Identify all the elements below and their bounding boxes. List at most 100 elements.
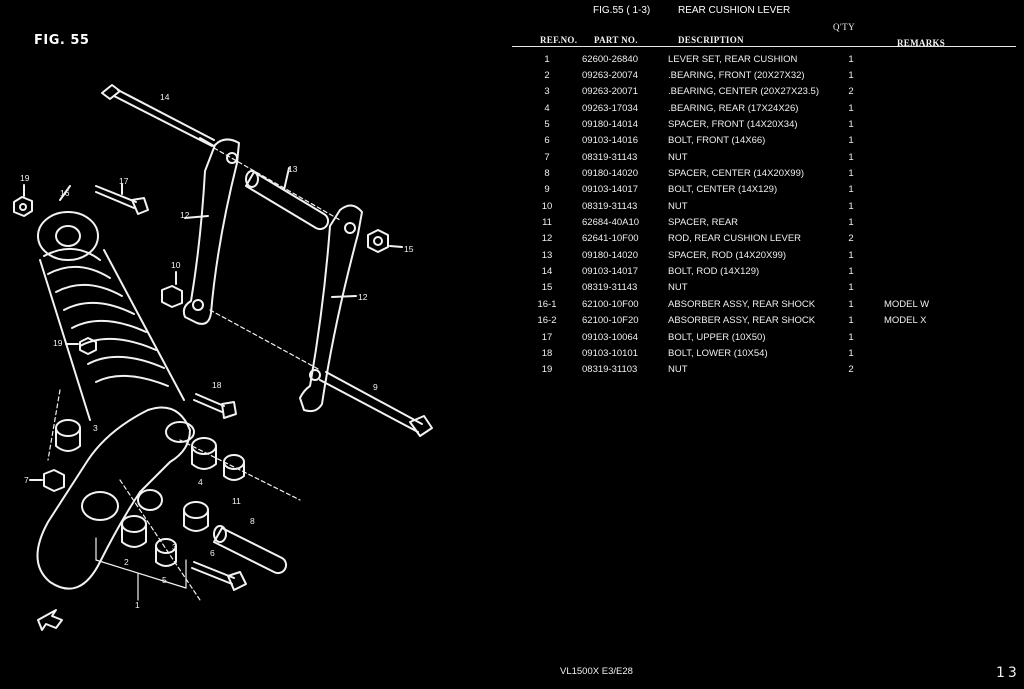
ref-no-cell: 2 [544, 70, 550, 82]
leader-lines [47, 147, 341, 601]
bearing-3-left-icon [55, 419, 81, 452]
svg-text:6: 6 [210, 548, 215, 558]
part-no-cell: 62100-10F00 [582, 298, 639, 310]
spacer-8-icon [213, 525, 288, 575]
qty-cell: 1 [848, 53, 854, 65]
bolt-14-icon [101, 84, 215, 147]
ref-no-cell: 19 [541, 364, 553, 376]
svg-text:10: 10 [171, 260, 181, 270]
qty-column-header: Q'TY [833, 22, 856, 32]
svg-text:16: 16 [60, 188, 70, 198]
description-cell: SPACER, CENTER (14X20X99) [668, 168, 805, 180]
description-cell: LEVER SET, REAR CUSHION [668, 53, 798, 65]
ref-no-cell: 15 [541, 282, 553, 294]
ref-no-cell: 9 [544, 184, 550, 196]
svg-text:8: 8 [250, 516, 255, 526]
ref-no-cell: 16-1 [537, 298, 557, 310]
qty-cell: 1 [848, 70, 854, 82]
bolt-17-icon [95, 183, 149, 215]
description-cell: BOLT, CENTER (14X129) [668, 184, 778, 196]
svg-text:13: 13 [288, 164, 298, 174]
nut-7-icon [29, 469, 65, 492]
nut-19-top-icon [13, 184, 33, 217]
remarks-cell [866, 149, 994, 165]
qty-cell: 1 [848, 168, 854, 180]
description-cell: NUT [668, 151, 688, 163]
part-no-cell: 62641-10F00 [582, 233, 639, 245]
qty-cell: 1 [848, 184, 854, 196]
header-rule [512, 46, 1016, 47]
model-code: VL1500X E3/E28 [560, 666, 633, 677]
bearing-4-icon [191, 437, 217, 470]
spacer-13-icon [245, 167, 330, 231]
parts-header: FIG.55 ( 1-3)REAR CUSHION LEVER [593, 5, 790, 16]
part-no-cell: 08319-31143 [582, 200, 638, 212]
svg-text:4: 4 [198, 477, 203, 487]
exploded-diagram: 14 13 12 15 12 9 17 19 16 10 19 18 3 7 4… [0, 60, 460, 660]
nut-10-icon [161, 271, 183, 308]
remarks-cell [866, 280, 994, 296]
figure-reference: FIG.55 ( 1-3) [593, 5, 651, 16]
svg-text:17: 17 [119, 176, 129, 186]
nut-15-icon [367, 229, 403, 253]
description-column-header: DESCRIPTION [678, 35, 744, 45]
svg-text:12: 12 [180, 210, 190, 220]
part-no-cell: 09180-14020 [582, 249, 638, 261]
svg-text:9: 9 [373, 382, 378, 392]
part-no-cell: 09263-20071 [582, 86, 638, 98]
shock-absorber-16-icon [37, 185, 185, 421]
rod-12-right-icon [299, 204, 363, 413]
remarks-cell [866, 133, 994, 149]
remarks-cell [866, 198, 994, 214]
svg-text:18: 18 [212, 380, 222, 390]
svg-text:3: 3 [93, 423, 98, 433]
bolt-18-icon [193, 393, 237, 419]
description-cell: NUT [668, 200, 688, 212]
remarks-cell [866, 51, 994, 67]
remarks-cell [866, 247, 994, 263]
qty-cell: 1 [848, 200, 854, 212]
description-cell: BOLT, UPPER (10X50) [668, 331, 766, 343]
ref-no-cell: 11 [542, 217, 552, 229]
remarks-column-header: REMARKS [897, 38, 946, 48]
svg-text:15: 15 [404, 244, 414, 254]
ref-no-cell: 10 [541, 200, 553, 212]
part-no-cell: 09103-14017 [582, 184, 638, 196]
remarks-cell [866, 231, 994, 247]
part-no-cell: 09103-10101 [582, 347, 638, 359]
remarks-cell [866, 263, 994, 279]
remarks-cell [866, 345, 994, 361]
front-arrow-icon [37, 609, 63, 631]
ref-no-cell: 18 [541, 347, 553, 359]
description-cell: BOLT, ROD (14X129) [668, 266, 760, 278]
remarks-cell [866, 84, 994, 100]
ref-no-cell: 3 [544, 86, 550, 98]
part-no-cell: 09103-10064 [582, 331, 638, 343]
remarks-cell [866, 165, 994, 181]
remarks-cell: MODEL X [884, 315, 927, 327]
qty-cell: 1 [848, 249, 854, 261]
spacer-5-icon [155, 538, 177, 567]
svg-text:3: 3 [172, 542, 177, 552]
description-cell: ABSORBER ASSY, REAR SHOCK [668, 298, 816, 310]
nut-19-mid-icon [65, 337, 97, 355]
bolt-6-icon [191, 561, 247, 591]
part-no-cell: 08319-31103 [582, 364, 638, 376]
spacer-11-icon [223, 454, 245, 481]
description-cell: ROD, REAR CUSHION LEVER [668, 233, 802, 245]
svg-text:7: 7 [24, 475, 29, 485]
description-cell: SPACER, REAR [668, 217, 739, 229]
ref-no-cell: 5 [544, 119, 550, 131]
part-no-column-header: PART NO. [594, 35, 638, 45]
svg-text:2: 2 [124, 557, 129, 567]
figure-label: FIG. 55 [34, 33, 90, 48]
description-cell: .BEARING, FRONT (20X27X32) [668, 70, 805, 82]
description-cell: BOLT, FRONT (14X66) [668, 135, 766, 147]
table-row: 10 08319-31143 NUT 1 [512, 198, 994, 214]
